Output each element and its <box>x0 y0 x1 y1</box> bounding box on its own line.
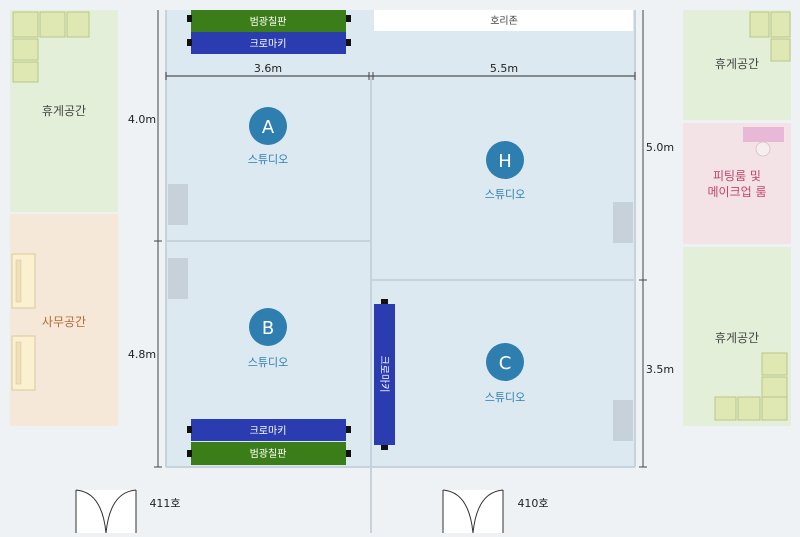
makeup-stool <box>755 141 771 157</box>
lounge-bottom-right-label: 휴게공간 <box>715 331 759 345</box>
sofa-top-left <box>12 11 90 83</box>
studio-b-letter: B <box>262 318 274 339</box>
chroma-panel-top-label: 크로마키 <box>250 38 287 50</box>
lighting-board-top-label: 범광칠판 <box>250 16 287 28</box>
lighting-board-bottom <box>191 442 346 465</box>
dimension-lines <box>154 10 647 468</box>
fitting-label-line1: 피팅룸 및 <box>713 169 761 183</box>
lighting-board-bottom-label: 범광칠판 <box>250 448 287 460</box>
office-label: 사무공간 <box>42 315 86 329</box>
dim-height-a: 4.0m <box>128 113 156 126</box>
studio-a-label: 스튜디오 <box>248 153 288 166</box>
dim-height-b-bg <box>126 345 157 361</box>
studio-a-letter: A <box>262 117 275 138</box>
studio-c-letter: C <box>499 353 512 374</box>
dim-height-c: 3.5m <box>646 363 674 376</box>
room-411-label: 411호 <box>149 497 180 510</box>
panel-top-stands <box>187 15 351 46</box>
wall-panels <box>168 184 633 441</box>
door-410 <box>442 489 504 534</box>
dim-height-b: 4.8m <box>128 348 156 361</box>
dim-height-c-bg <box>645 360 678 376</box>
dim-height-a-bg <box>126 110 157 126</box>
horizon-label: 호리존 <box>490 15 518 27</box>
room-410-label: 410호 <box>517 497 548 510</box>
chroma-panel-vertical-label: 크로마키 <box>378 356 390 393</box>
lighting-board-top <box>191 10 346 32</box>
dim-width-h: 5.5m <box>490 62 518 75</box>
studio-b-label: 스튜디오 <box>248 356 288 369</box>
office-desk-bottom <box>11 335 36 391</box>
sofa-top-right <box>749 11 791 62</box>
dim-width-a: 3.6m <box>254 62 282 75</box>
chroma-panel-top <box>191 32 346 54</box>
chroma-panel-vertical <box>374 304 395 445</box>
studio-block <box>166 10 635 467</box>
office-desk-top <box>11 253 36 309</box>
chroma-panel-bottom-label: 크로마키 <box>250 425 287 437</box>
studio-c-label: 스튜디오 <box>485 391 525 404</box>
studio-c-marker <box>486 343 524 381</box>
studio-b-marker <box>249 308 287 346</box>
fitting-room <box>683 123 791 244</box>
panel-vertical-stands <box>381 299 388 450</box>
chroma-panel-bottom <box>191 419 346 441</box>
sofa-bottom-right <box>714 352 788 421</box>
lounge-top-left-label: 휴게공간 <box>42 104 86 118</box>
lounge-top-right-label: 휴게공간 <box>715 57 759 71</box>
studio-h-label: 스튜디오 <box>485 188 525 201</box>
studio-h-letter: H <box>498 151 512 172</box>
studio-a-marker <box>249 107 287 145</box>
dim-height-h-bg <box>645 138 678 154</box>
panel-bottom-stands <box>187 426 351 457</box>
dim-height-h: 5.0m <box>646 141 674 154</box>
studio-h-marker <box>486 141 524 179</box>
office-area <box>10 214 118 426</box>
door-411 <box>75 489 137 534</box>
makeup-table <box>743 127 784 142</box>
horizon-wall <box>374 10 633 31</box>
fitting-label-line2: 메이크업 룸 <box>707 185 766 199</box>
